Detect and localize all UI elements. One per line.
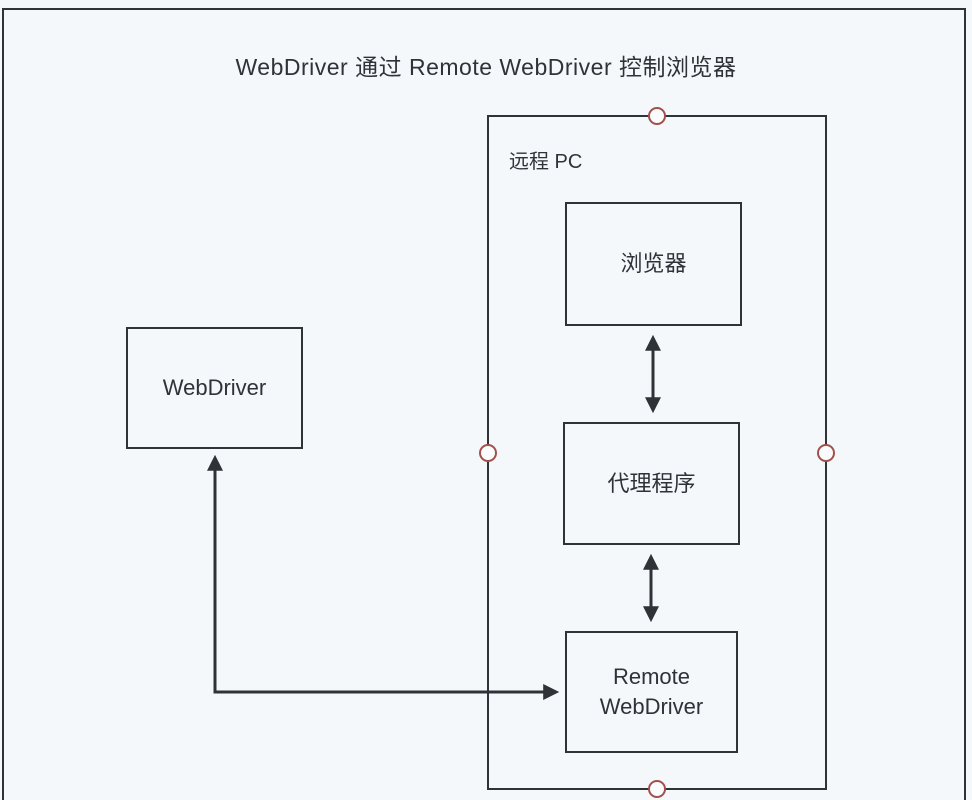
- node-webdriver-label: WebDriver: [162, 375, 267, 401]
- node-proxy: 代理程序: [563, 422, 740, 545]
- node-webdriver: WebDriver: [126, 327, 303, 449]
- outer-border: [2, 8, 966, 800]
- node-proxy-label: 代理程序: [607, 470, 696, 496]
- node-remote-webdriver: Remote WebDriver: [565, 631, 738, 753]
- node-remote-webdriver-label: Remote WebDriver: [599, 664, 704, 719]
- diagram-title: WebDriver 通过 Remote WebDriver 控制浏览器: [235, 54, 737, 80]
- remote-pc-label: 远程 PC: [509, 151, 583, 173]
- node-browser: 浏览器: [565, 202, 742, 326]
- node-browser-label: 浏览器: [620, 251, 687, 277]
